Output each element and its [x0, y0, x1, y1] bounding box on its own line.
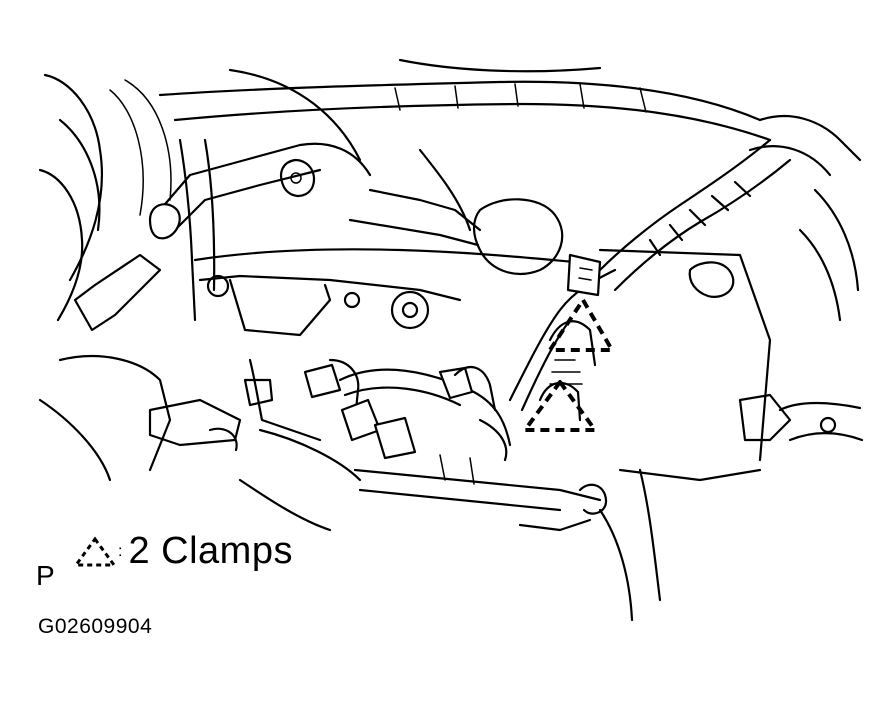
- clamp-marker-upper: [548, 298, 614, 352]
- right-side-assembly: [598, 115, 864, 482]
- lower-frame: [38, 354, 662, 622]
- legend-colon: :: [118, 542, 123, 560]
- clamp-legend: : 2 Clamps: [72, 530, 293, 573]
- reservoir-tank: [348, 148, 564, 275]
- figure-code: G02609904: [38, 615, 153, 638]
- left-wire-harness: [38, 73, 172, 332]
- main-wire-harness: [303, 138, 792, 462]
- clamp-marker-lower: [523, 380, 597, 432]
- mounting-plate: [193, 158, 577, 442]
- top-cowl-panel: [158, 58, 772, 162]
- left-pipes: [148, 138, 372, 322]
- dashed-triangle-clamp-icon: [73, 535, 117, 566]
- clamp-markers: [523, 298, 614, 432]
- legend-text: 2 Clamps: [128, 530, 293, 572]
- view-mark: P: [36, 560, 55, 591]
